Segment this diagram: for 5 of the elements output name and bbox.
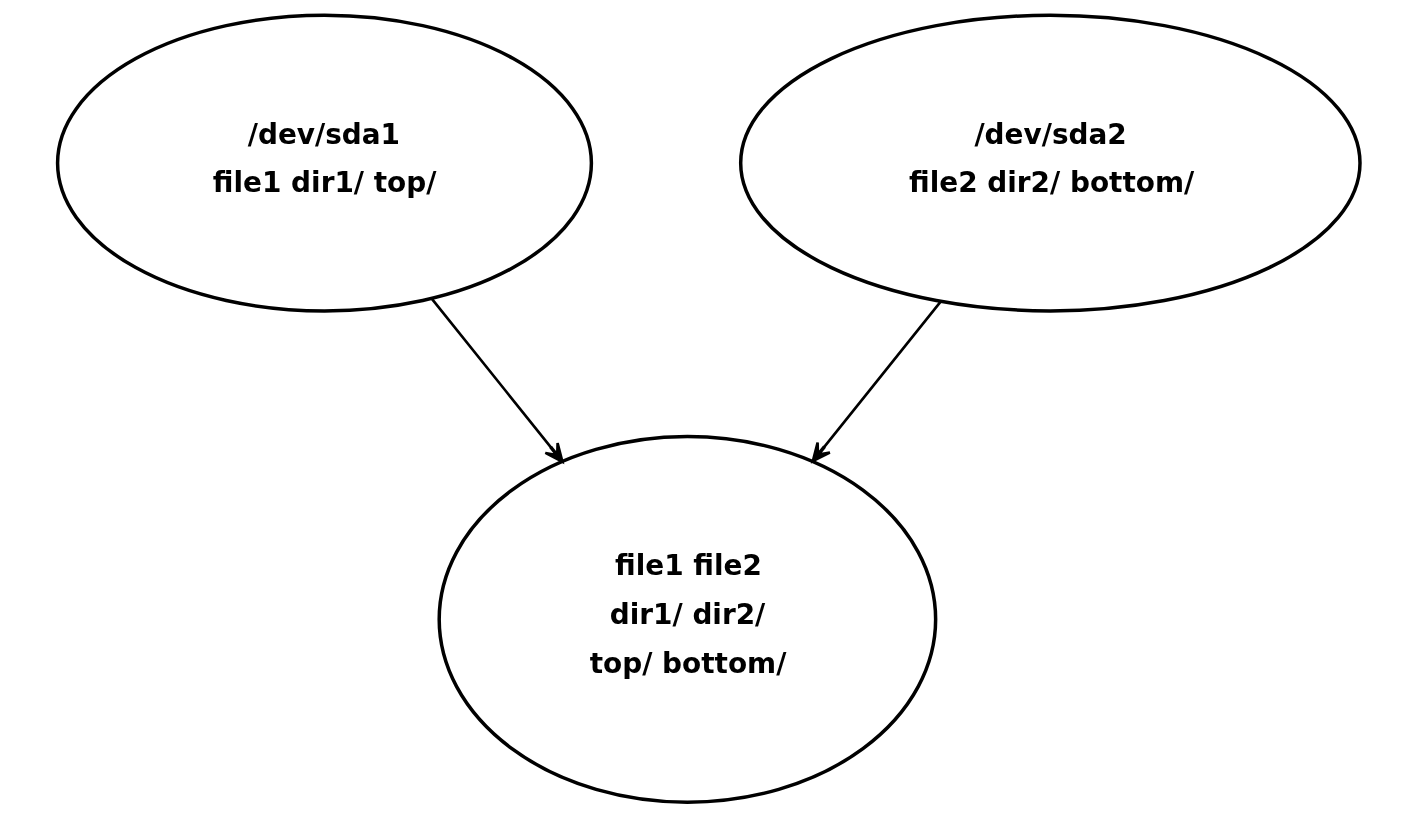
node-ellipse: /dev/sda1 file1 dir1/ top/: [55, 13, 594, 313]
arrow: [430, 298, 564, 463]
node-ellipse: file1 file2 dir1/ dir2/ top/ bottom/: [437, 434, 938, 804]
node-ellipse: /dev/sda2 file2 dir2/ bottom/: [738, 13, 1362, 313]
arrow: [811, 301, 942, 463]
